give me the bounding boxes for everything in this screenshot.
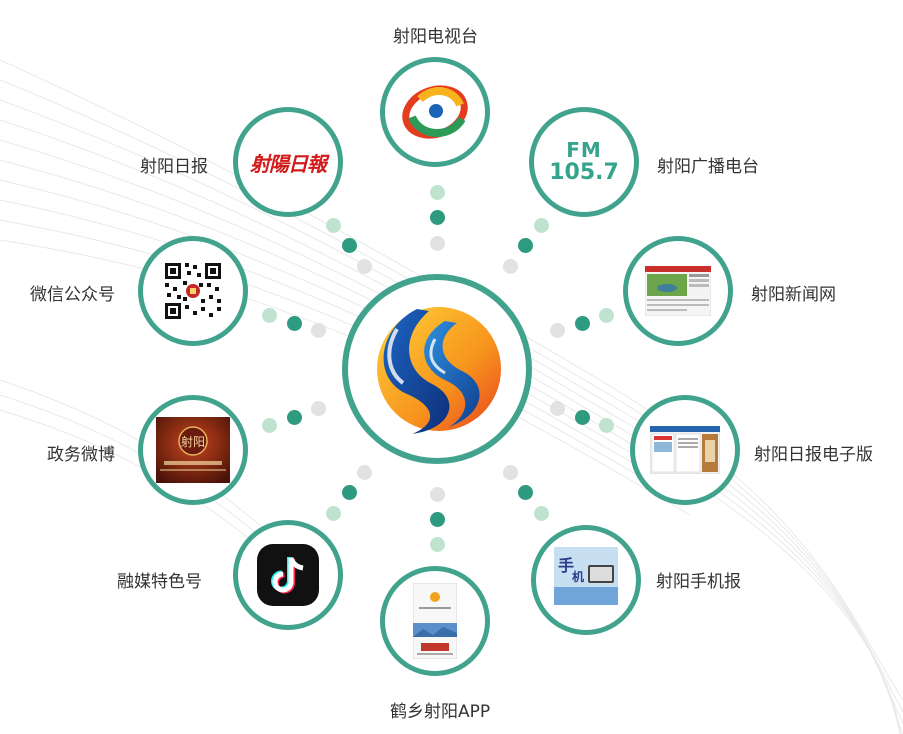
node-rongmei[interactable]: [233, 520, 343, 630]
svg-text:手: 手: [558, 556, 574, 575]
tiktok-icon: [257, 544, 319, 606]
label-radio: 射阳广播电台: [657, 157, 759, 177]
label-tv: 射阳电视台: [393, 27, 478, 47]
news-website-thumbnail-icon: [645, 266, 711, 316]
label-mobile: 射阳手机报: [656, 572, 741, 592]
sheyang-media-logo-icon: [377, 307, 501, 434]
fm-frequency: 105.7: [549, 160, 619, 185]
node-news-web[interactable]: [623, 236, 733, 346]
label-rongmei: 融媒特色号: [117, 572, 202, 592]
node-mobile[interactable]: 手 机: [531, 525, 641, 635]
node-epaper[interactable]: [630, 395, 740, 505]
node-wechat[interactable]: [138, 236, 248, 346]
qr-code-icon: [163, 261, 223, 321]
svg-text:射阳: 射阳: [181, 434, 205, 449]
app-screenshot-icon: [413, 583, 457, 659]
node-app[interactable]: [380, 566, 490, 676]
label-epaper: 射阳日报电子版: [754, 445, 873, 465]
fm-radio-icon: FM 105.7: [549, 140, 619, 184]
mobile-newspaper-thumbnail-icon: 手 机: [554, 547, 618, 613]
node-weibo[interactable]: 射阳: [138, 395, 248, 505]
label-weibo: 政务微博: [47, 445, 115, 465]
newspaper-masthead-icon: 射陽日報: [250, 151, 327, 176]
fm-text: FM: [566, 138, 602, 162]
tv-station-logo-icon: [402, 85, 468, 139]
node-radio[interactable]: FM 105.7: [529, 107, 639, 217]
label-daily: 射阳日报: [140, 157, 208, 177]
epaper-thumbnail-icon: [650, 426, 720, 474]
node-daily[interactable]: 射陽日報: [233, 107, 343, 217]
svg-text:机: 机: [572, 569, 584, 584]
node-tv[interactable]: [380, 57, 490, 167]
label-news-web: 射阳新闻网: [751, 285, 836, 305]
center-logo-circle: [342, 274, 532, 464]
label-app: 鹤乡射阳APP: [390, 702, 491, 722]
weibo-thumbnail-icon: 射阳: [156, 417, 230, 483]
label-wechat: 微信公众号: [30, 285, 115, 305]
